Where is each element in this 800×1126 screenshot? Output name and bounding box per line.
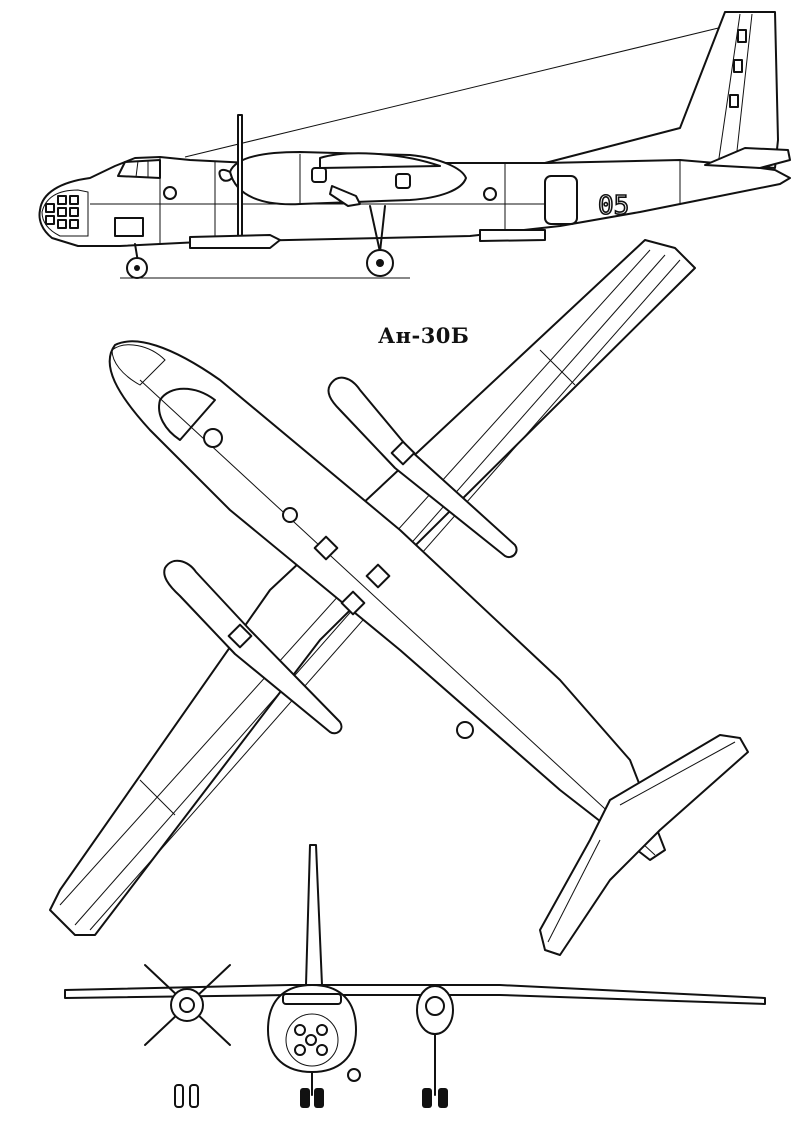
side-stabilizer	[704, 147, 791, 169]
top-view	[49, 239, 749, 956]
front-fuselage	[267, 984, 357, 1073]
front-vertical-tail	[305, 844, 323, 986]
tail-number: 05	[598, 191, 629, 221]
front-landing-gear	[300, 1033, 448, 1108]
side-blister-pod	[189, 234, 281, 249]
front-wing	[64, 984, 766, 1005]
porthole-window	[483, 187, 497, 201]
top-fuselage	[108, 340, 666, 861]
porthole-window	[163, 186, 177, 200]
nose-landing-gear	[126, 243, 148, 279]
antenna-wire	[184, 23, 736, 158]
side-view: 05	[38, 11, 791, 279]
front-view	[64, 844, 766, 1108]
exhaust-pipe	[329, 185, 361, 207]
front-engine-right	[416, 985, 454, 1035]
nose-glazing	[41, 189, 89, 237]
drawing-title: Ан-30Б	[378, 323, 470, 348]
front-gear-left-wheel	[189, 1084, 199, 1108]
propeller-spinner	[218, 168, 233, 182]
cockpit-window	[117, 159, 161, 179]
top-tailplane	[539, 734, 749, 956]
top-engine-upper	[327, 376, 518, 558]
main-landing-gear	[366, 205, 394, 277]
ventral-fairing	[479, 229, 546, 242]
cargo-door	[544, 175, 578, 225]
side-vertical-tail	[544, 11, 779, 169]
propeller-blade	[237, 114, 243, 241]
wing-root-fairing	[319, 152, 441, 169]
top-engine-lower	[163, 559, 343, 735]
front-engine-left	[144, 964, 231, 1046]
front-gear-left-wheel	[174, 1084, 184, 1108]
top-cockpit	[158, 387, 216, 441]
front-cockpit-windows	[282, 993, 342, 1005]
side-hatch	[114, 217, 144, 237]
top-nose-glazing	[111, 344, 166, 386]
